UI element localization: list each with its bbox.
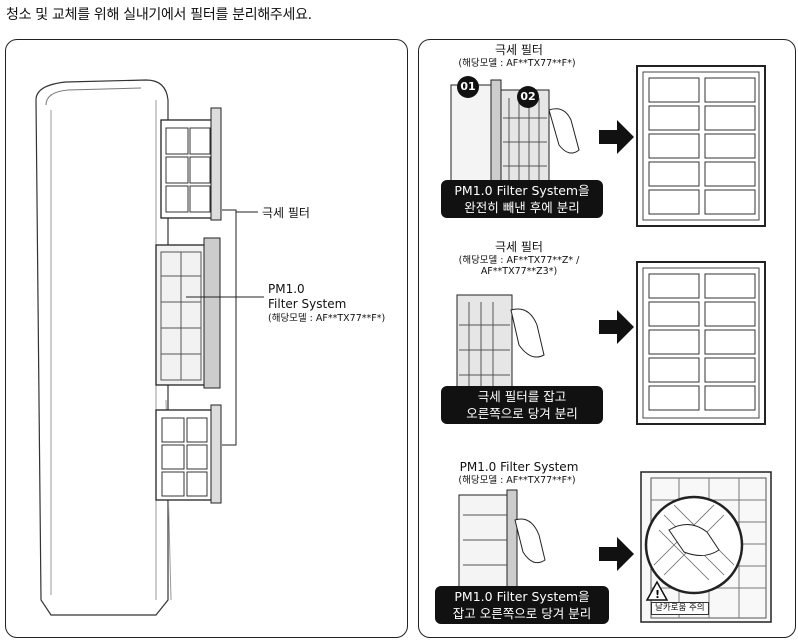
step2-result-filter	[636, 261, 766, 425]
sharp-warning-label: 날카로움 주의	[651, 602, 709, 615]
pm-filter-model-note: (해당모델 : AF**TX77**F*)	[268, 313, 386, 324]
step2-callout-line1: 극세 필터를 잡고	[477, 389, 567, 404]
svg-text:!: !	[655, 588, 660, 601]
step3-callout: PM1.0 Filter System을 잡고 오른쪽으로 당겨 분리	[435, 586, 609, 624]
step1-result-filter	[636, 65, 766, 227]
step1-callout-line2: 완전히 빼낸 후에 분리	[464, 200, 580, 215]
step2-filter-illustration	[456, 294, 545, 401]
bottom-filter-illustration	[155, 404, 222, 504]
unit-overview-panel: 극세 필터 PM1.0 Filter System (해당모델 : AF**TX…	[5, 39, 408, 638]
pm-filter-label-line2: Filter System	[268, 297, 347, 311]
pm-filter-illustration	[155, 237, 221, 389]
step1-callout: PM1.0 Filter System을 완전히 빼낸 후에 분리	[441, 180, 603, 218]
arrow-right-icon	[599, 310, 634, 344]
indoor-unit-illustration	[35, 79, 264, 616]
warning-icon	[645, 580, 669, 601]
step2-title: 극세 필터	[495, 240, 543, 254]
step2-callout: 극세 필터를 잡고 오른쪽으로 당겨 분리	[441, 386, 603, 424]
intro-instruction: 청소 및 교체를 위해 실내기에서 필터를 분리해주세요.	[6, 7, 312, 23]
fine-filter-illustration	[160, 107, 222, 221]
step1-badge-01: 01	[457, 76, 479, 98]
step2-model-note-line2: AF**TX77**Z3*)	[480, 266, 558, 277]
pm-filter-label-line1: PM1.0	[268, 282, 305, 296]
step3-title: PM1.0 Filter System	[459, 460, 579, 474]
step3-callout-line2: 잡고 오른쪽으로 당겨 분리	[452, 606, 592, 621]
removal-steps-illustration: !	[450, 65, 772, 623]
step3-filter-illustration	[458, 489, 546, 599]
step1-callout-line1: PM1.0 Filter System을	[454, 183, 590, 198]
arrow-right-icon	[599, 537, 634, 571]
step2-model-note-line1: (해당모델 : AF**TX77**Z* /	[458, 255, 580, 266]
fine-filter-label: 극세 필터	[262, 206, 310, 220]
step3-callout-line1: PM1.0 Filter System을	[454, 589, 590, 604]
step3-model-note: (해당모델 : AF**TX77**F*)	[458, 475, 576, 486]
step1-model-note: (해당모델 : AF**TX77**F*)	[458, 58, 576, 69]
arrow-right-icon	[599, 120, 634, 154]
step2-callout-line2: 오른쪽으로 당겨 분리	[466, 406, 578, 421]
step1-title: 극세 필터	[495, 43, 543, 57]
step3-result-closeup: !	[640, 471, 772, 623]
removal-steps-panel: ! 극세 필터 (해당모델 : AF**TX77**F*) 01 02 PM1.…	[418, 39, 796, 638]
step1-badge-02: 02	[517, 86, 539, 108]
